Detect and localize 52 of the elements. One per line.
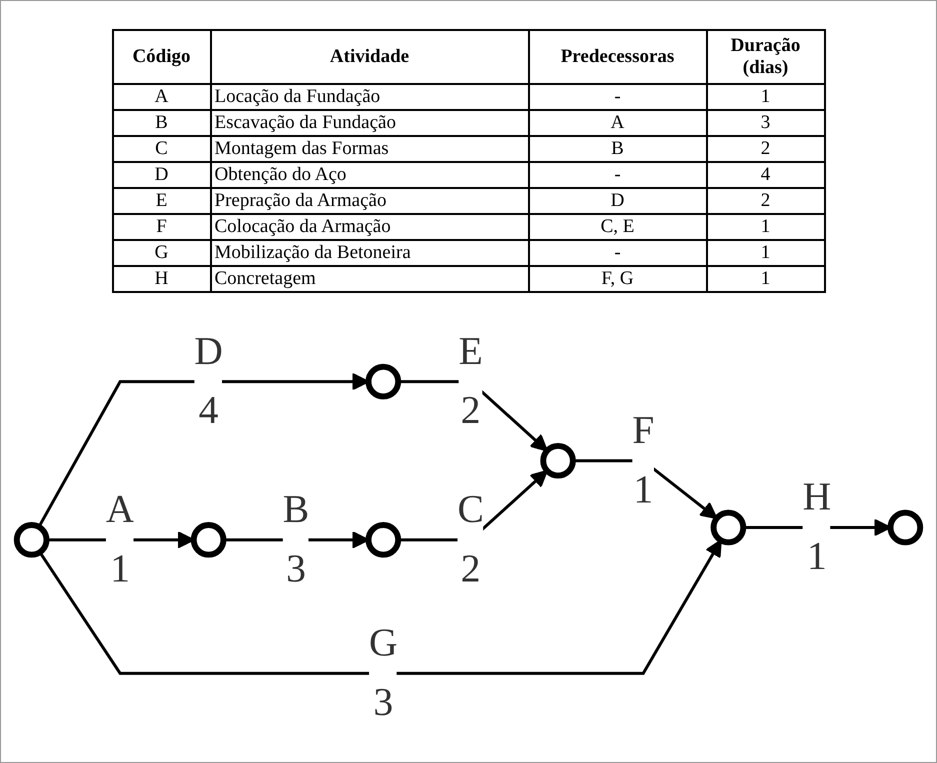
table-cell: 2	[706, 136, 824, 162]
table-cell: F, G	[528, 266, 706, 292]
node-circle	[366, 364, 402, 400]
node-circle	[540, 442, 576, 479]
edge-label: G 3	[369, 622, 398, 725]
table-cell: A	[528, 110, 706, 136]
table-cell: H	[112, 266, 210, 292]
table-cell: 1	[706, 214, 824, 240]
edge-label: E 2	[458, 330, 483, 434]
table-cell: Obtenção do Aço	[210, 162, 528, 188]
table-cell: A	[112, 84, 210, 110]
node-circle	[710, 510, 746, 546]
node-circle	[14, 522, 50, 558]
column-header: Código	[112, 30, 210, 84]
column-header: Duração (dias)	[706, 30, 824, 84]
edge-label: C 2	[458, 488, 484, 592]
table-cell: E	[112, 188, 210, 214]
table-cell: Mobilização da Betoneira	[210, 240, 528, 266]
table-cell: C	[112, 136, 210, 162]
edge-label: B 3	[282, 488, 310, 592]
table-cell: 2	[706, 188, 824, 214]
column-header: Predecessoras	[528, 30, 706, 84]
table-cell: D	[112, 162, 210, 188]
table-cell: -	[528, 162, 706, 188]
table-cell: D	[528, 188, 706, 214]
edge-label: H 1	[802, 476, 832, 579]
table-cell: B	[528, 136, 706, 162]
node-circle	[366, 522, 402, 558]
table-cell: 1	[706, 240, 824, 266]
node-circle	[888, 510, 924, 546]
table-cell: B	[112, 110, 210, 136]
table-cell: 4	[706, 162, 824, 188]
table-cell: Locação da Fundação	[210, 84, 528, 110]
table-cell: Escavação da Fundação	[210, 110, 528, 136]
table-cell: Colocação da Armação	[210, 214, 528, 240]
node-circle	[190, 522, 226, 558]
edge-label: F 1	[632, 409, 654, 512]
table-cell: Concretagem	[210, 266, 528, 292]
table-cell: -	[528, 84, 706, 110]
table-cell: Montagem das Formas	[210, 136, 528, 162]
table-cell: F	[112, 214, 210, 240]
table-cell: C, E	[528, 214, 706, 240]
edge-label: D 4	[194, 330, 223, 434]
arrow	[38, 540, 722, 675]
table-cell: 1	[706, 266, 824, 292]
table-cell: Prepração da Armação	[210, 188, 528, 214]
table-cell: 1	[706, 84, 824, 110]
column-header: Atividade	[210, 30, 528, 84]
table-cell: -	[528, 240, 706, 266]
edge-label: A 1	[106, 488, 134, 592]
table-cell: 3	[706, 110, 824, 136]
table-cell: G	[112, 240, 210, 266]
